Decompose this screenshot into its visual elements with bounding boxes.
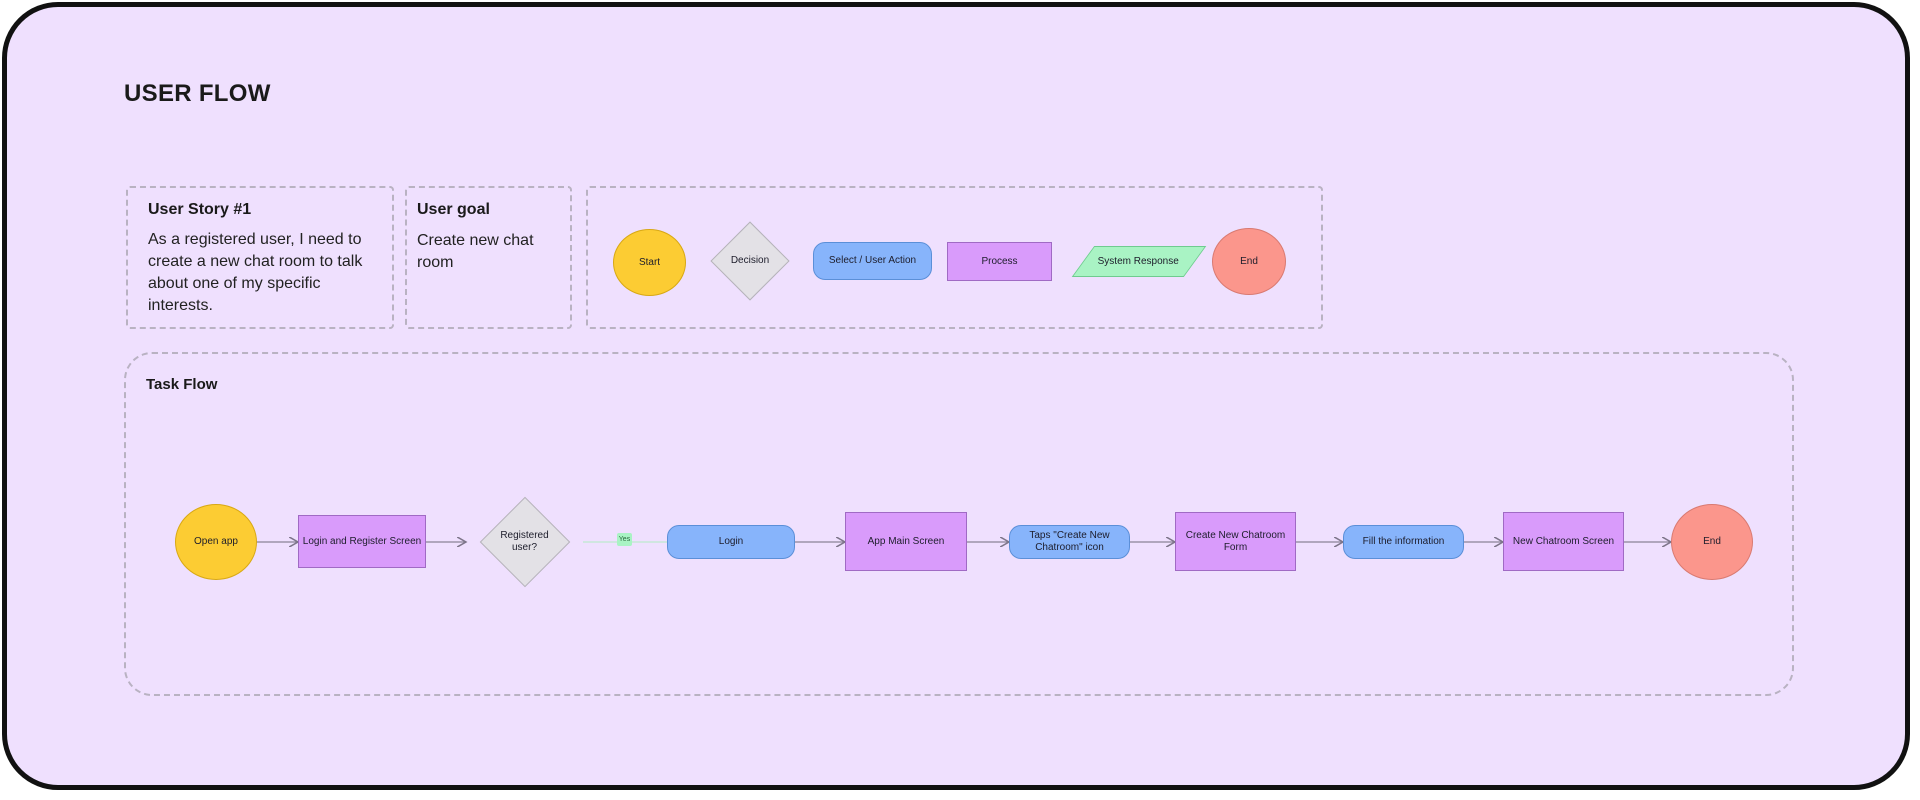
- flow-registered-label: Registered user?: [500, 530, 549, 553]
- flow-main-screen-node: App Main Screen: [845, 512, 967, 571]
- legend-process-shape: Process: [947, 242, 1052, 281]
- legend-start-shape: Start: [613, 229, 686, 296]
- flow-create-form-node: Create New Chatroom Form: [1175, 512, 1296, 571]
- flow-fill-info-label: Fill the information: [1362, 536, 1445, 547]
- flow-open-app-label: Open app: [194, 536, 238, 547]
- legend-action-label: Select / User Action: [828, 255, 917, 266]
- legend-end-label: End: [1240, 255, 1258, 267]
- task-flow-heading: Task Flow: [146, 376, 218, 393]
- user-goal-text: Create new chat room: [417, 232, 534, 271]
- page-title: USER FLOW: [124, 80, 271, 107]
- flow-login-register-label: Login and Register Screen: [302, 535, 422, 547]
- flow-new-screen-label: New Chatroom Screen: [1512, 535, 1615, 547]
- flow-main-screen-label: App Main Screen: [867, 535, 945, 547]
- task-flow-container: [124, 352, 1794, 696]
- user-goal-heading: User goal: [417, 201, 490, 218]
- user-story-heading: User Story #1: [148, 201, 252, 218]
- flow-fill-info-node: Fill the information: [1343, 525, 1464, 559]
- flow-login-label: Login: [718, 536, 744, 547]
- legend-end-shape: End: [1212, 228, 1286, 295]
- legend-decision-shape: Decision: [702, 221, 798, 301]
- flow-end-node: End: [1671, 504, 1753, 580]
- user-story-text: As a registered user, I need to create a…: [148, 231, 363, 314]
- flow-end-label: End: [1703, 536, 1721, 547]
- legend-action-shape: Select / User Action: [813, 242, 932, 280]
- legend-card: [586, 186, 1323, 329]
- legend-decision-label: Decision: [730, 255, 770, 266]
- flow-taps-icon-label: Taps "Create New Chatroom" icon: [1029, 530, 1110, 553]
- flow-create-form-label: Create New Chatroom Form: [1185, 529, 1286, 553]
- user-story-card: [126, 186, 394, 329]
- flow-registered-decision: Registered user?: [466, 496, 583, 588]
- flow-new-screen-node: New Chatroom Screen: [1503, 512, 1624, 571]
- flow-login-node: Login: [667, 525, 795, 559]
- legend-start-label: Start: [638, 256, 661, 268]
- flow-yes-badge: Yes: [617, 533, 632, 546]
- user-goal-card: [405, 186, 572, 329]
- flow-login-register-node: Login and Register Screen: [298, 515, 426, 568]
- canvas-frame: [2, 2, 1910, 790]
- flow-taps-icon-node: Taps "Create New Chatroom" icon: [1009, 525, 1130, 559]
- flow-open-app-node: Open app: [175, 504, 257, 580]
- legend-process-label: Process: [981, 255, 1018, 267]
